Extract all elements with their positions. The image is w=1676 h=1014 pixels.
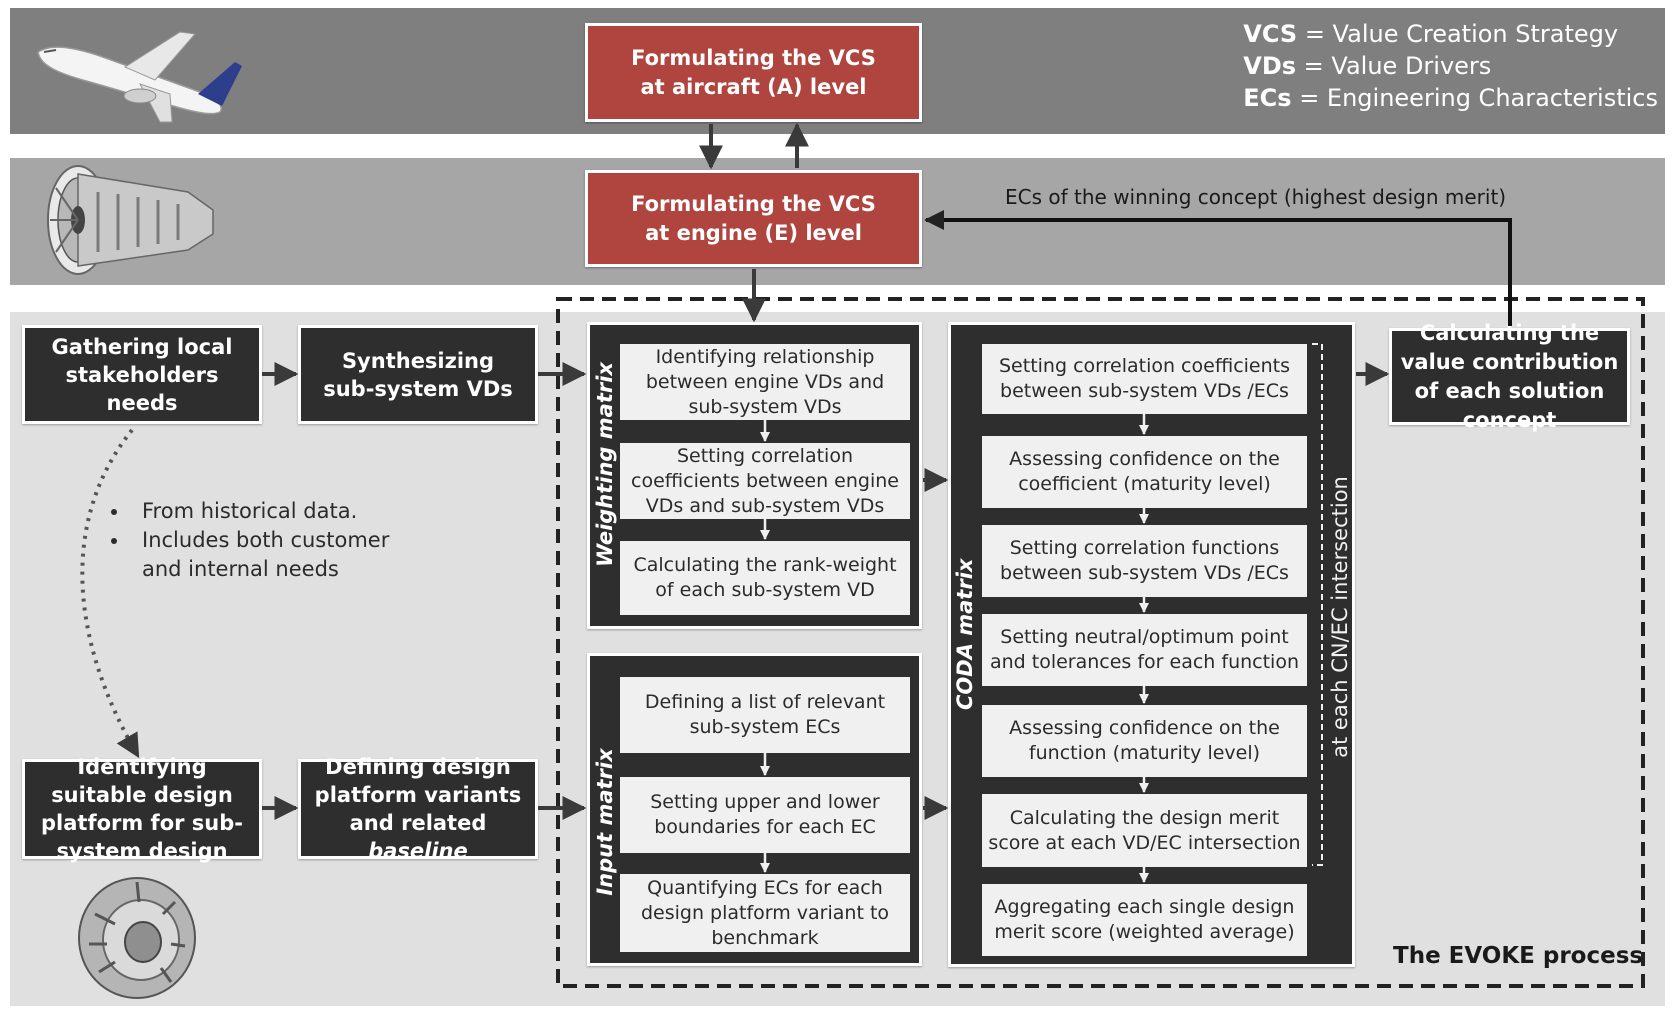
engine-level-text: Formulating the VCS at engine (E) level	[631, 191, 876, 245]
legend-row-ecs: ECs = Engineering Characteristics	[1243, 84, 1658, 112]
note-item: Includes both customer and internal need…	[130, 526, 430, 584]
baseline-emphasis: baseline	[368, 839, 468, 863]
input-step-2: Setting upper and lower boundaries for e…	[620, 777, 910, 853]
coda-step-2: Assessing confidence on the coefficient …	[982, 436, 1307, 508]
needs-notes: From historical data. Includes both cust…	[100, 497, 430, 584]
feedback-label: ECs of the winning concept (highest desi…	[1005, 185, 1507, 209]
defining-variants-text: Defining design platform variants and re…	[314, 755, 522, 863]
coda-step-6: Calculating the design merit score at ea…	[982, 794, 1307, 867]
aircraft-level-vcs-box: Formulating the VCS at aircraft (A) leve…	[585, 23, 922, 122]
jet-engine-icon	[47, 165, 214, 275]
coda-step-4: Setting neutral/optimum point and tolera…	[982, 614, 1307, 686]
coda-bracket	[1312, 343, 1323, 866]
input-step-3: Quantifying ECs for each design platform…	[620, 874, 910, 952]
coda-step-5: Assessing confidence on the function (ma…	[982, 705, 1307, 777]
weighting-step-2: Setting correlation coefficients between…	[620, 443, 910, 519]
identifying-platform-box: Identifying suitable design platform for…	[22, 755, 262, 863]
note-item: From historical data.	[130, 497, 430, 526]
coda-step-7: Aggregating each single design merit sco…	[982, 884, 1307, 956]
evoke-process-boundary	[556, 297, 1645, 988]
weighting-step-3: Calculating the rank-weight of each sub-…	[620, 541, 910, 615]
legend-row-vcs: VCS = Value Creation Strategy	[1243, 20, 1619, 48]
weighting-step-1: Identifying relationship between engine …	[620, 344, 910, 420]
coda-step-1: Setting correlation coefficients between…	[982, 344, 1307, 414]
aircraft-icon	[37, 31, 242, 123]
engine-level-vcs-box: Formulating the VCS at engine (E) level	[585, 170, 922, 267]
synthesizing-vds-box: Synthesizing sub-system VDs	[298, 325, 538, 424]
legend-row-vds: VDs = Value Drivers	[1243, 52, 1492, 80]
value-contribution-text: Calculating the value contribution of ea…	[1400, 320, 1619, 432]
synthesizing-vds-text: Synthesizing sub-system VDs	[323, 348, 513, 401]
value-contribution-box: Calculating the value contribution of ea…	[1389, 321, 1630, 432]
turbine-component-icon	[78, 877, 196, 999]
coda-step-3: Setting correlation functions between su…	[982, 525, 1307, 597]
defining-variants-box: Defining design platform variants and re…	[298, 755, 538, 863]
arrow-gathering-to-identifying	[80, 428, 140, 759]
gathering-needs-text: Gathering local stakeholders needs	[51, 334, 233, 415]
aircraft-level-text: Formulating the VCS at aircraft (A) leve…	[631, 45, 876, 99]
abbreviation-legend: VCS = Value Creation Strategy VDs = Valu…	[1243, 18, 1658, 114]
arrow-feedback-to-engine	[924, 210, 1512, 326]
process-label: The EVOKE process	[1393, 943, 1644, 969]
gathering-needs-box: Gathering local stakeholders needs	[22, 325, 262, 424]
input-step-1: Defining a list of relevant sub-system E…	[620, 677, 910, 753]
identifying-platform-text: Identifying suitable design platform for…	[41, 755, 243, 863]
